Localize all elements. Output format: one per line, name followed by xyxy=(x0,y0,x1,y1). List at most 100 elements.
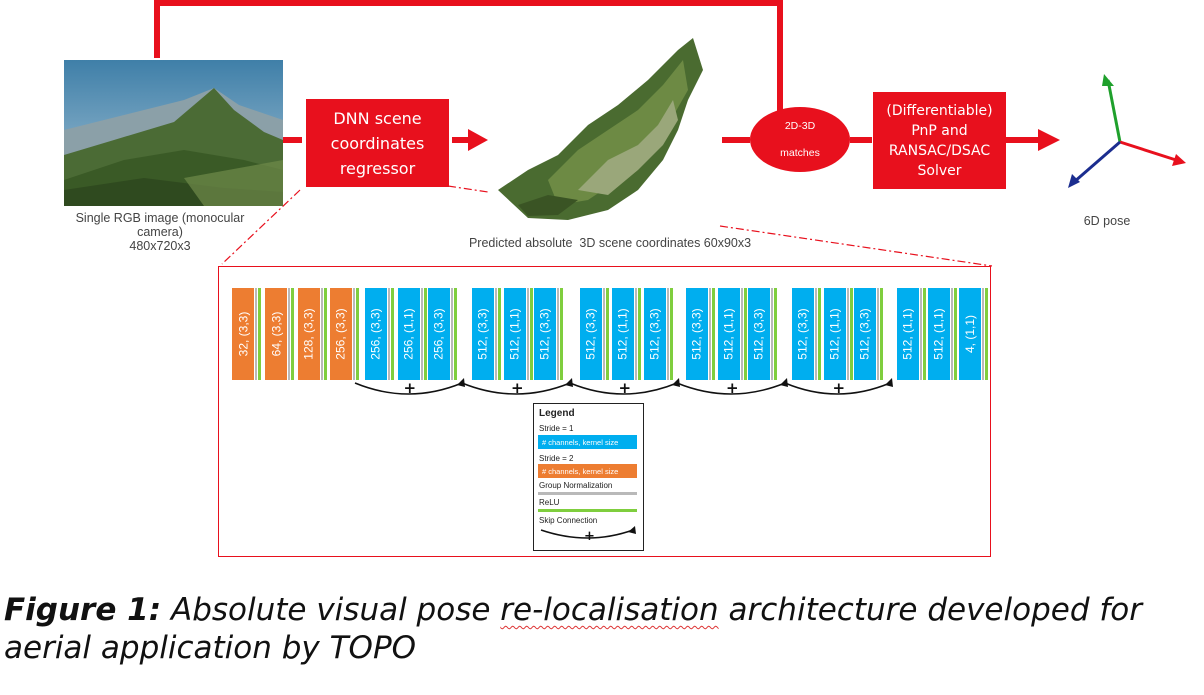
relu-bar xyxy=(774,288,777,380)
skip-arrowhead xyxy=(780,378,788,387)
relu-bar xyxy=(606,288,609,380)
skip-plus: + xyxy=(511,379,524,397)
skip-plus: + xyxy=(619,379,632,397)
relu-bar xyxy=(560,288,563,380)
relu-bar xyxy=(954,288,957,380)
groupnorm-bar xyxy=(495,288,497,380)
layer-block: 128, (3,3) xyxy=(298,288,320,380)
layer-block: 512, (3,3) xyxy=(854,288,876,380)
layer-block: 4, (1,1) xyxy=(959,288,981,380)
layer-block: 512, (3,3) xyxy=(686,288,708,380)
dnn-box-line-1: DNN scene xyxy=(333,108,422,128)
solver-line-3: RANSAC/DSAC xyxy=(888,142,991,159)
groupnorm-bar xyxy=(635,288,637,380)
groupnorm-bar xyxy=(451,288,453,380)
groupnorm-bar xyxy=(321,288,323,380)
legend-skip-arrow: + xyxy=(540,526,636,544)
skip-plus: + xyxy=(726,379,739,397)
groupnorm-bar xyxy=(951,288,953,380)
layer-block: 512, (3,3) xyxy=(792,288,814,380)
layer-block: 512, (1,1) xyxy=(718,288,740,380)
groupnorm-bar xyxy=(741,288,743,380)
layer-block: 512, (3,3) xyxy=(748,288,770,380)
pose-axes-icon xyxy=(1068,74,1186,188)
skip-plus: + xyxy=(833,379,846,397)
input-rgb-image xyxy=(64,60,283,206)
legend-relu-bar xyxy=(538,509,637,512)
groupnorm-bar xyxy=(815,288,817,380)
dnn-regressor-box: DNN scene coordinates regressor xyxy=(306,99,449,187)
layer-block: 512, (3,3) xyxy=(580,288,602,380)
legend-title: Legend xyxy=(539,408,575,419)
dnn-box-line-2: coordinates xyxy=(330,133,425,153)
relu-bar xyxy=(850,288,853,380)
relu-bar xyxy=(985,288,988,380)
relu-bar xyxy=(744,288,747,380)
groupnorm-bar xyxy=(557,288,559,380)
network-panel xyxy=(218,266,991,557)
pose-caption: 6D pose xyxy=(1083,214,1131,228)
layer-block: 512, (1,1) xyxy=(928,288,950,380)
legend: Legend Stride = 1 # channels, kernel siz… xyxy=(533,403,644,551)
figure-caption-line-1: Figure 1: Absolute visual pose re-locali… xyxy=(4,592,1142,628)
skip-connection-arrow xyxy=(569,382,678,395)
skip-connection-arrow xyxy=(784,382,891,395)
legend-groupnorm-bar xyxy=(538,492,637,495)
groupnorm-bar xyxy=(527,288,529,380)
figure-caption-text-c: architecture developed for xyxy=(718,592,1142,628)
scene-coordinates-image xyxy=(498,38,703,220)
groupnorm-bar xyxy=(982,288,984,380)
relu-bar xyxy=(712,288,715,380)
legend-stride2-swatch: # channels, kernel size xyxy=(538,464,637,478)
relu-bar xyxy=(880,288,883,380)
solver-line-4: Solver xyxy=(917,162,962,179)
relu-bar xyxy=(670,288,673,380)
skip-connections: + + + + + xyxy=(354,378,893,397)
relu-bar xyxy=(530,288,533,380)
groupnorm-bar xyxy=(421,288,423,380)
groupnorm-bar xyxy=(667,288,669,380)
relu-bar xyxy=(424,288,427,380)
legend-groupnorm-label: Group Normalization xyxy=(539,481,613,490)
skip-connection-arrow xyxy=(461,382,571,395)
layer-block: 32, (3,3) xyxy=(232,288,254,380)
layer-block: 512, (3,3) xyxy=(472,288,494,380)
legend-skip-plus: + xyxy=(584,529,595,544)
scene-caption: Predicted absolute 3D scene coordinates … xyxy=(468,236,752,250)
input-caption-line-1: Single RGB image (monocular xyxy=(75,211,245,225)
groupnorm-bar xyxy=(603,288,605,380)
groupnorm-bar xyxy=(847,288,849,380)
groupnorm-bar xyxy=(877,288,879,380)
layer-block: 256, (3,3) xyxy=(428,288,450,380)
layer-block: 512, (3,3) xyxy=(644,288,666,380)
legend-stride1-label: Stride = 1 xyxy=(539,424,574,433)
input-caption-line-2: camera) xyxy=(137,225,183,239)
layer-block: 512, (1,1) xyxy=(504,288,526,380)
matches-line-1: 2D-3D xyxy=(784,119,816,132)
skip-arrowhead xyxy=(565,378,573,387)
relu-bar xyxy=(923,288,926,380)
relu-bar xyxy=(356,288,359,380)
figure-caption-text-a: Absolute visual pose xyxy=(161,592,501,628)
layer-block: 64, (3,3) xyxy=(265,288,287,380)
relu-bar xyxy=(391,288,394,380)
layer-block: 512, (1,1) xyxy=(897,288,919,380)
groupnorm-bar xyxy=(255,288,257,380)
legend-stride2-label: Stride = 2 xyxy=(539,454,574,463)
figure-caption-label: Figure 1: xyxy=(4,592,162,628)
groupnorm-bar xyxy=(920,288,922,380)
layer-block: 512, (1,1) xyxy=(824,288,846,380)
skip-connection-arrow xyxy=(354,382,463,395)
input-caption: Single RGB image (monocular camera) 480x… xyxy=(56,211,264,253)
skip-arrowhead xyxy=(885,378,893,387)
legend-relu-label: ReLU xyxy=(539,498,560,507)
groupnorm-bar xyxy=(771,288,773,380)
groupnorm-bar xyxy=(709,288,711,380)
relu-bar xyxy=(258,288,261,380)
skip-plus: + xyxy=(404,379,417,397)
relu-bar xyxy=(454,288,457,380)
dnn-box-line-3: regressor xyxy=(339,158,416,178)
layer-block: 256, (3,3) xyxy=(365,288,387,380)
layer-block: 512, (3,3) xyxy=(534,288,556,380)
layer-block: 512, (1,1) xyxy=(612,288,634,380)
